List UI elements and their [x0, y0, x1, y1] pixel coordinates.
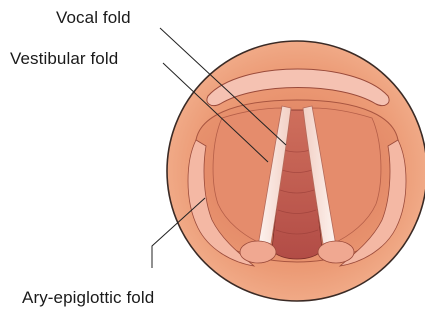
- ary-epiglottic-fold-label: Ary-epiglottic fold: [22, 289, 154, 306]
- arytenoid-left: [240, 241, 276, 263]
- arytenoid-right: [318, 241, 354, 263]
- vestibular-fold-label: Vestibular fold: [10, 50, 118, 67]
- vocal-fold-label: Vocal fold: [56, 9, 131, 26]
